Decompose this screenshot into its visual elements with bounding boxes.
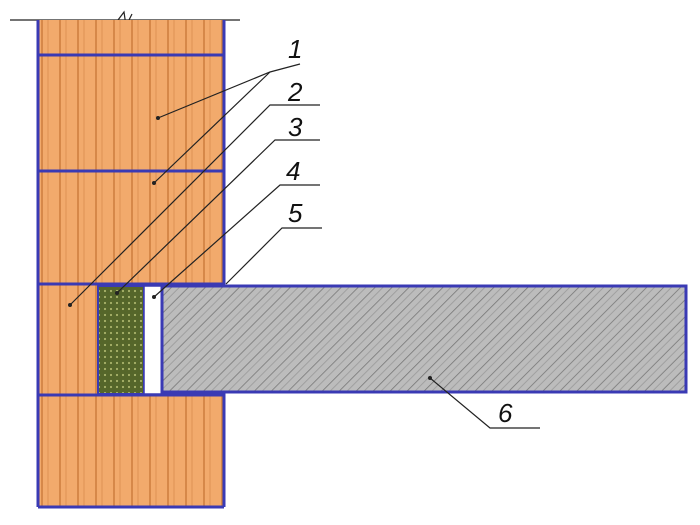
callout-3: 3 xyxy=(288,112,303,142)
air-gap xyxy=(143,285,163,395)
brick-wall xyxy=(36,20,226,509)
callout-4: 4 xyxy=(286,156,300,186)
callout-6: 6 xyxy=(498,398,513,428)
callout-1: 1 xyxy=(288,34,302,64)
leader-dots xyxy=(68,116,432,380)
leader-6 xyxy=(429,377,540,429)
leader-4 xyxy=(153,184,320,298)
leader-1b xyxy=(153,71,271,184)
leader-2 xyxy=(69,104,320,306)
leader-lines xyxy=(69,63,540,429)
leader-dot xyxy=(152,295,156,299)
insulation-block xyxy=(97,285,145,395)
leader-dot xyxy=(68,303,72,307)
leader-dot xyxy=(152,181,156,185)
leader-dot xyxy=(115,291,119,295)
leader-3 xyxy=(116,139,320,294)
callout-2: 2 xyxy=(287,77,303,107)
callout-5: 5 xyxy=(288,198,303,228)
leader-dot xyxy=(428,376,432,380)
floor-slab xyxy=(160,284,688,394)
leader-5 xyxy=(225,227,322,285)
leader-dot xyxy=(156,116,160,120)
